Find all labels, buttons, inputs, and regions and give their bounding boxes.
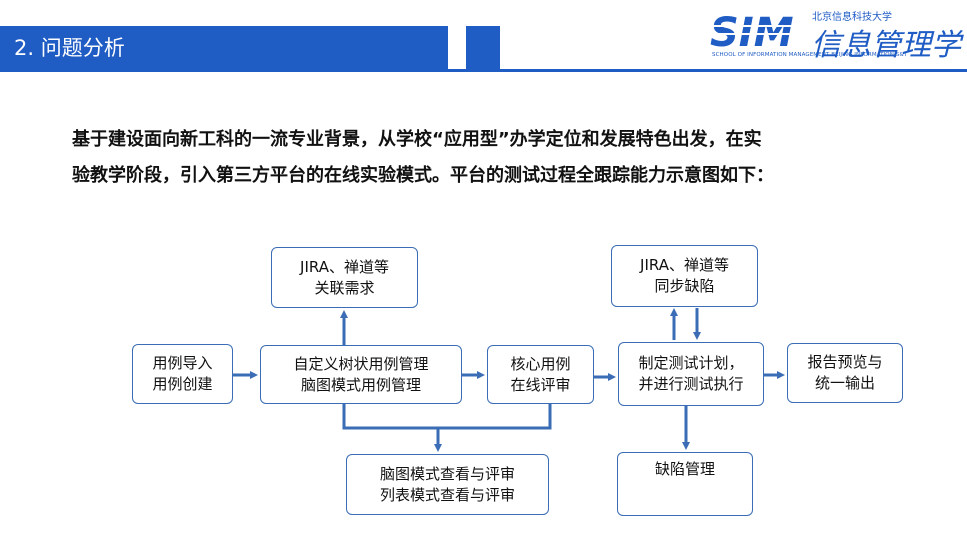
box-jira-requirements-line2: 关联需求	[314, 278, 375, 297]
logo-school-name: 信息管理学	[811, 28, 961, 63]
box-defect-management: 缺陷管理	[617, 452, 753, 516]
intro-paragraph: 基于建设面向新工科的一流专业背景，从学校“应用型”办学定位和发展特色出发，在实 …	[72, 122, 952, 194]
box-report-line2: 统一输出	[814, 374, 875, 392]
box-jira-requirements-line1: JIRA、禅道等	[300, 257, 389, 276]
arrow-bottom-connector	[342, 404, 552, 430]
box-jira-requirements: JIRA、禅道等 关联需求	[271, 247, 418, 308]
box-defect-management-line1: 缺陷管理	[654, 460, 715, 478]
header-accent-block	[466, 26, 500, 70]
box-case-import: 用例导入 用例创建	[132, 344, 233, 404]
box-view-review-line2: 列表模式查看与评审	[379, 485, 515, 504]
box-report: 报告预览与 统一输出	[787, 343, 903, 403]
box-core-review-line1: 核心用例	[510, 354, 571, 373]
box-case-import-line1: 用例导入	[152, 354, 213, 372]
page-title: 2. 问题分析	[14, 36, 125, 60]
box-test-plan-line1: 制定测试计划，	[638, 354, 744, 372]
sim-logo-text: SIM	[710, 10, 794, 52]
box-core-review: 核心用例 在线评审	[487, 345, 594, 404]
box-test-plan: 制定测试计划， 并进行测试执行	[618, 342, 764, 406]
box-core-review-line2: 在线评审	[510, 375, 571, 394]
header-bar	[0, 26, 448, 70]
box-report-line1: 报告预览与	[807, 353, 883, 371]
logo-university-name: 北京信息科技大学	[812, 12, 892, 23]
box-jira-sync-defects-line1: JIRA、禅道等	[640, 256, 729, 274]
box-custom-tree: 自定义树状用例管理 脑图模式用例管理	[260, 345, 462, 404]
box-view-review-line1: 脑图模式查看与评审	[379, 464, 515, 483]
box-test-plan-line2: 并进行测试执行	[638, 375, 744, 393]
box-jira-sync-defects: JIRA、禅道等 同步缺陷	[611, 245, 758, 307]
box-custom-tree-line2: 脑图模式用例管理	[300, 375, 421, 394]
intro-line-2: 验教学阶段，引入第三方平台的在线实验模式。平台的测试过程全跟踪能力示意图如下：	[72, 165, 774, 186]
sim-logo-mark: SIM	[708, 10, 808, 52]
box-view-review: 脑图模式查看与评审 列表模式查看与评审	[346, 454, 549, 515]
logo-english-name: SCHOOL OF INFORMATION MANAGEMENT BEIJING…	[712, 52, 908, 58]
box-case-import-line2: 用例创建	[152, 375, 213, 393]
box-jira-sync-defects-line2: 同步缺陷	[654, 277, 715, 295]
intro-line-1: 基于建设面向新工科的一流专业背景，从学校“应用型”办学定位和发展特色出发，在实	[72, 129, 762, 150]
header-underline	[0, 69, 967, 72]
box-custom-tree-line1: 自定义树状用例管理	[293, 354, 429, 373]
